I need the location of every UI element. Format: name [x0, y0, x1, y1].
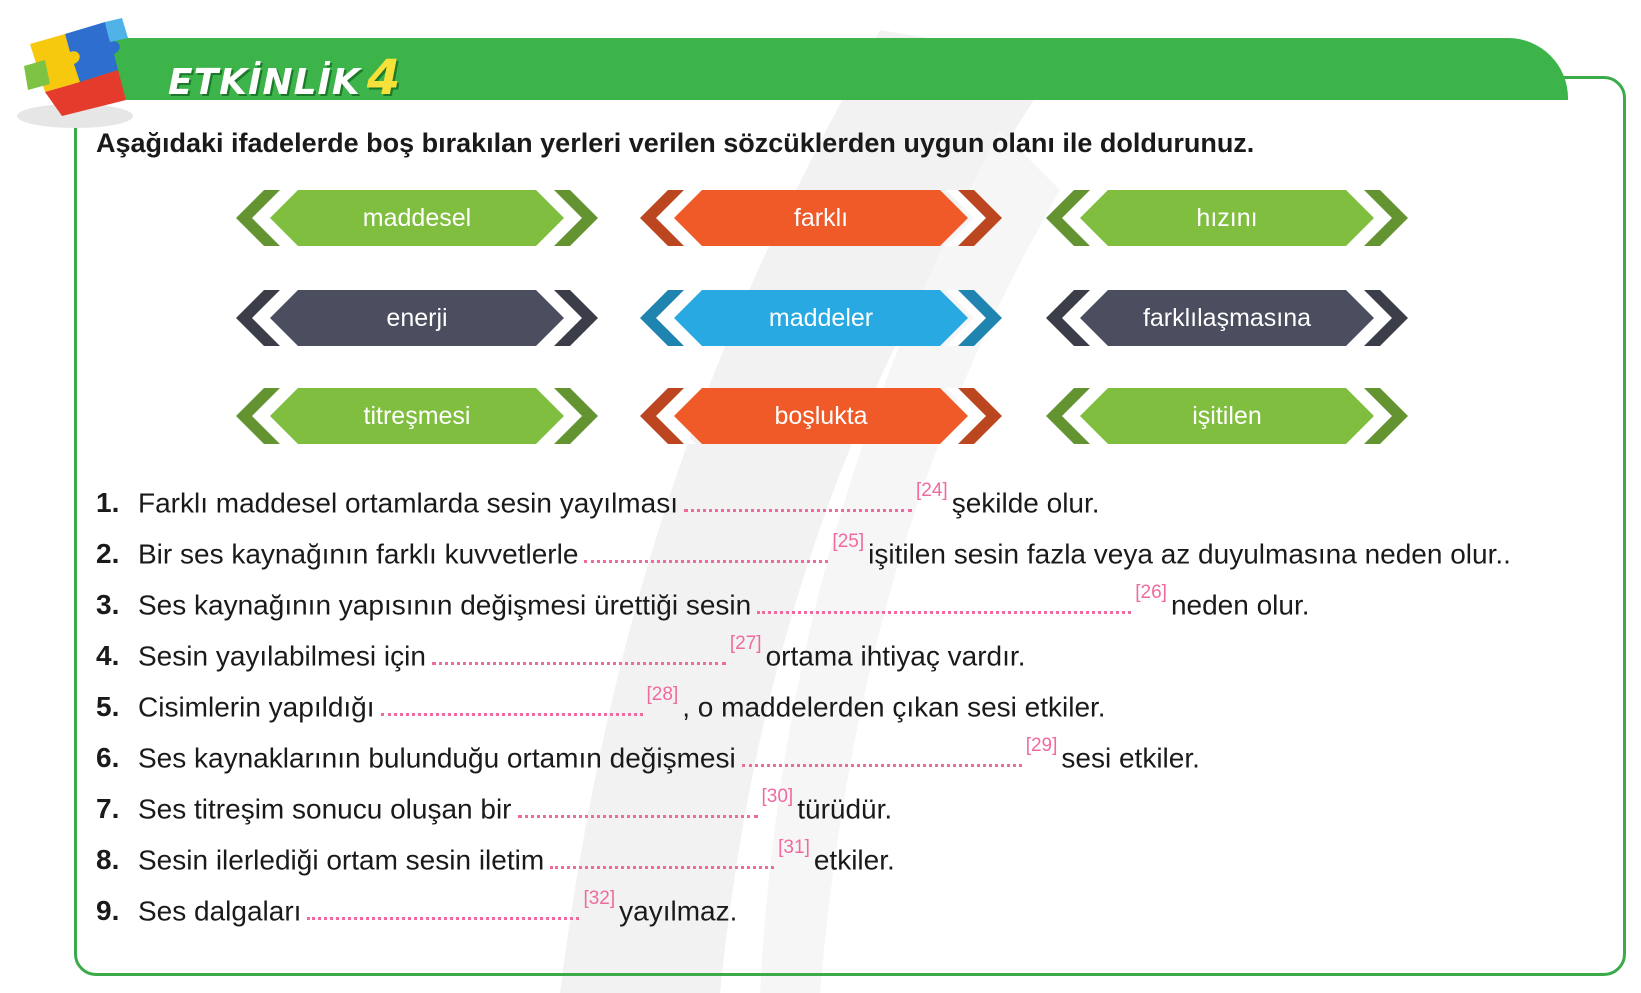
item-number: 8. — [96, 844, 120, 876]
word-tag: işitilen — [1046, 388, 1408, 444]
item-text-before: Cisimlerin yapıldığı — [138, 691, 375, 723]
word-tag: boşlukta — [640, 388, 1002, 444]
puzzle-pieces-icon — [17, 18, 133, 128]
word-tag: enerji — [236, 290, 598, 346]
item-number: 9. — [96, 895, 120, 927]
item-text-after: türüdür. — [797, 793, 893, 825]
blank-field[interactable] — [683, 487, 912, 513]
item-text-after: yayılmaz. — [619, 895, 738, 927]
item-text-after: ortama ihtiyaç vardır. — [765, 640, 1026, 672]
sentence-item: 2. Bir ses kaynağının farklı kuvvetlerle [… — [96, 531, 1616, 577]
blank-field[interactable] — [431, 640, 726, 666]
item-text-after: sesi etkiler. — [1061, 742, 1200, 774]
word-tag: titreşmesi — [236, 388, 598, 444]
item-text-before: Ses kaynaklarının bulunduğu ortamın deği… — [138, 742, 736, 774]
word-tag-label: farklı — [793, 204, 849, 232]
sentence-item: 8. Sesin ilerlediği ortam sesin iletim [31… — [96, 837, 1616, 883]
blank-field[interactable] — [517, 793, 758, 819]
word-tag: farklı — [640, 190, 1002, 246]
word-tag-label: enerji — [386, 304, 448, 332]
blank-reference: [31] — [778, 837, 810, 858]
instruction-text: Aşağıdaki ifadelerde boş bırakılan yerle… — [96, 128, 1255, 158]
tag-arrow-shape — [236, 290, 598, 346]
sentence-item: 9. Ses dalgaları [32]yayılmaz. — [96, 888, 1616, 934]
tag-arrow-shape — [640, 290, 1002, 346]
blank-field[interactable] — [757, 589, 1132, 615]
word-tag-label: farklılaşmasına — [1142, 304, 1312, 332]
header-bar — [74, 38, 1568, 100]
item-text-before: Farklı maddesel ortamlarda sesin yayılma… — [138, 487, 678, 519]
tag-arrow-shape — [1046, 290, 1408, 346]
blank-field[interactable] — [550, 844, 775, 870]
blank-reference: [30] — [761, 786, 794, 807]
blank-field[interactable] — [380, 691, 643, 717]
sentence-item: 4. Sesin yayılabilmesi için [27]ortama iht… — [96, 633, 1616, 679]
blank-reference: [26] — [1135, 582, 1167, 603]
blank-reference: [32] — [583, 888, 616, 909]
item-text-before: Ses titreşim sonucu oluşan bir — [138, 793, 512, 825]
blank-field[interactable] — [741, 742, 1022, 768]
item-text-before: Ses dalgaları — [138, 895, 302, 927]
word-tag: hızını — [1046, 190, 1408, 246]
word-tag-label: işitilen — [1192, 402, 1262, 430]
word-tag: farklılaşmasına — [1046, 290, 1408, 346]
item-number: 6. — [96, 742, 120, 774]
tag-arrow-shape — [640, 388, 1002, 444]
sentence-item: 5. Cisimlerin yapıldığı [28], o maddelerde… — [96, 684, 1616, 730]
activity-title-text: ETKİNLİK — [168, 62, 361, 103]
item-number: 5. — [96, 691, 120, 723]
item-text-after: , o maddelerden çıkan sesi etkiler. — [682, 691, 1106, 723]
item-text-after: neden olur. — [1170, 589, 1310, 621]
blank-reference: [24] — [915, 480, 948, 501]
blank-field[interactable] — [584, 538, 829, 564]
sentence-item: 3. Ses kaynağının yapısının değişmesi üre… — [96, 582, 1616, 628]
item-number: 2. — [96, 538, 120, 570]
word-tag: maddeler — [640, 290, 1002, 346]
blank-field[interactable] — [307, 895, 580, 921]
item-text-after: etkiler. — [813, 844, 895, 876]
tag-arrow-shape — [1046, 190, 1408, 246]
blank-reference: [27] — [729, 633, 762, 654]
tag-arrow-shape — [236, 190, 598, 246]
word-tag-label: maddesel — [362, 204, 472, 232]
sentence-item: 1. Farklı maddesel ortamlarda sesin yayıl… — [96, 480, 1616, 526]
activity-number: 4 — [366, 50, 402, 106]
blank-reference: [28] — [646, 684, 679, 705]
item-text-after: işitilen sesin fazla veya az duyulmasına… — [868, 538, 1511, 570]
item-number: 1. — [96, 487, 120, 519]
tag-arrow-shape — [640, 190, 1002, 246]
item-text-before: Sesin yayılabilmesi için — [138, 640, 426, 672]
item-text-after: şekilde olur. — [951, 487, 1100, 519]
blank-reference: [29] — [1025, 735, 1058, 756]
item-number: 4. — [96, 640, 120, 672]
word-tag-label: boşlukta — [774, 402, 868, 430]
item-number: 7. — [96, 793, 120, 825]
sentence-item: 7. Ses titreşim sonucu oluşan bir [30]türü… — [96, 786, 1616, 832]
blank-reference: [25] — [832, 531, 865, 552]
tag-arrow-shape — [1046, 388, 1408, 444]
word-tag-label: maddeler — [768, 304, 874, 332]
word-tag: maddesel — [236, 190, 598, 246]
item-text-before: Sesin ilerlediği ortam sesin iletim — [138, 844, 545, 876]
sentence-item: 6. Ses kaynaklarının bulunduğu ortamın de… — [96, 735, 1616, 781]
tag-arrow-shape — [236, 388, 598, 444]
item-text-before: Ses kaynağının yapısının değişmesi ürett… — [138, 589, 752, 621]
item-text-before: Bir ses kaynağının farklı kuvvetlerle — [138, 538, 579, 570]
item-number: 3. — [96, 589, 120, 621]
word-tag-label: titreşmesi — [363, 402, 471, 430]
word-tag-label: hızını — [1196, 204, 1258, 232]
